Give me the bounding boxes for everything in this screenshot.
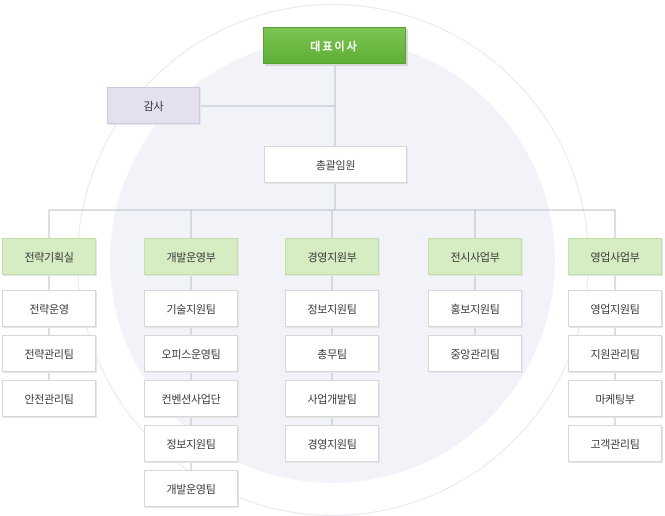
general-director-box: 총괄임원	[264, 146, 407, 183]
ceo-box: 대표이사	[263, 27, 406, 64]
team-box: 안전관리팀	[2, 380, 96, 417]
department-box: 경영지원부	[285, 238, 379, 275]
team-box: 영업지원팀	[568, 290, 662, 327]
team-box: 정보지원팀	[144, 425, 238, 462]
team-box: 지원관리팀	[568, 335, 662, 372]
team-box: 총무팀	[285, 335, 379, 372]
team-box: 전략관리팀	[2, 335, 96, 372]
team-box: 컨벤션사업단	[144, 380, 238, 417]
department-box: 영업사업부	[568, 238, 662, 275]
team-box: 정보지원팀	[285, 290, 379, 327]
department-box: 전략기획실	[2, 238, 96, 275]
team-box: 전략운영	[2, 290, 96, 327]
department-box: 전시사업부	[428, 238, 522, 275]
department-box: 개발운영부	[144, 238, 238, 275]
team-box: 사업개발팀	[285, 380, 379, 417]
team-box: 오피스운영팀	[144, 335, 238, 372]
team-box: 마케팅부	[568, 380, 662, 417]
team-box: 개발운영팀	[144, 470, 238, 507]
team-box: 경영지원팀	[285, 425, 379, 462]
team-box: 기술지원팀	[144, 290, 238, 327]
audit-box: 감사	[107, 87, 200, 124]
team-box: 홍보지원팀	[428, 290, 522, 327]
team-box: 고객관리팀	[568, 425, 662, 462]
team-box: 중앙관리팀	[428, 335, 522, 372]
